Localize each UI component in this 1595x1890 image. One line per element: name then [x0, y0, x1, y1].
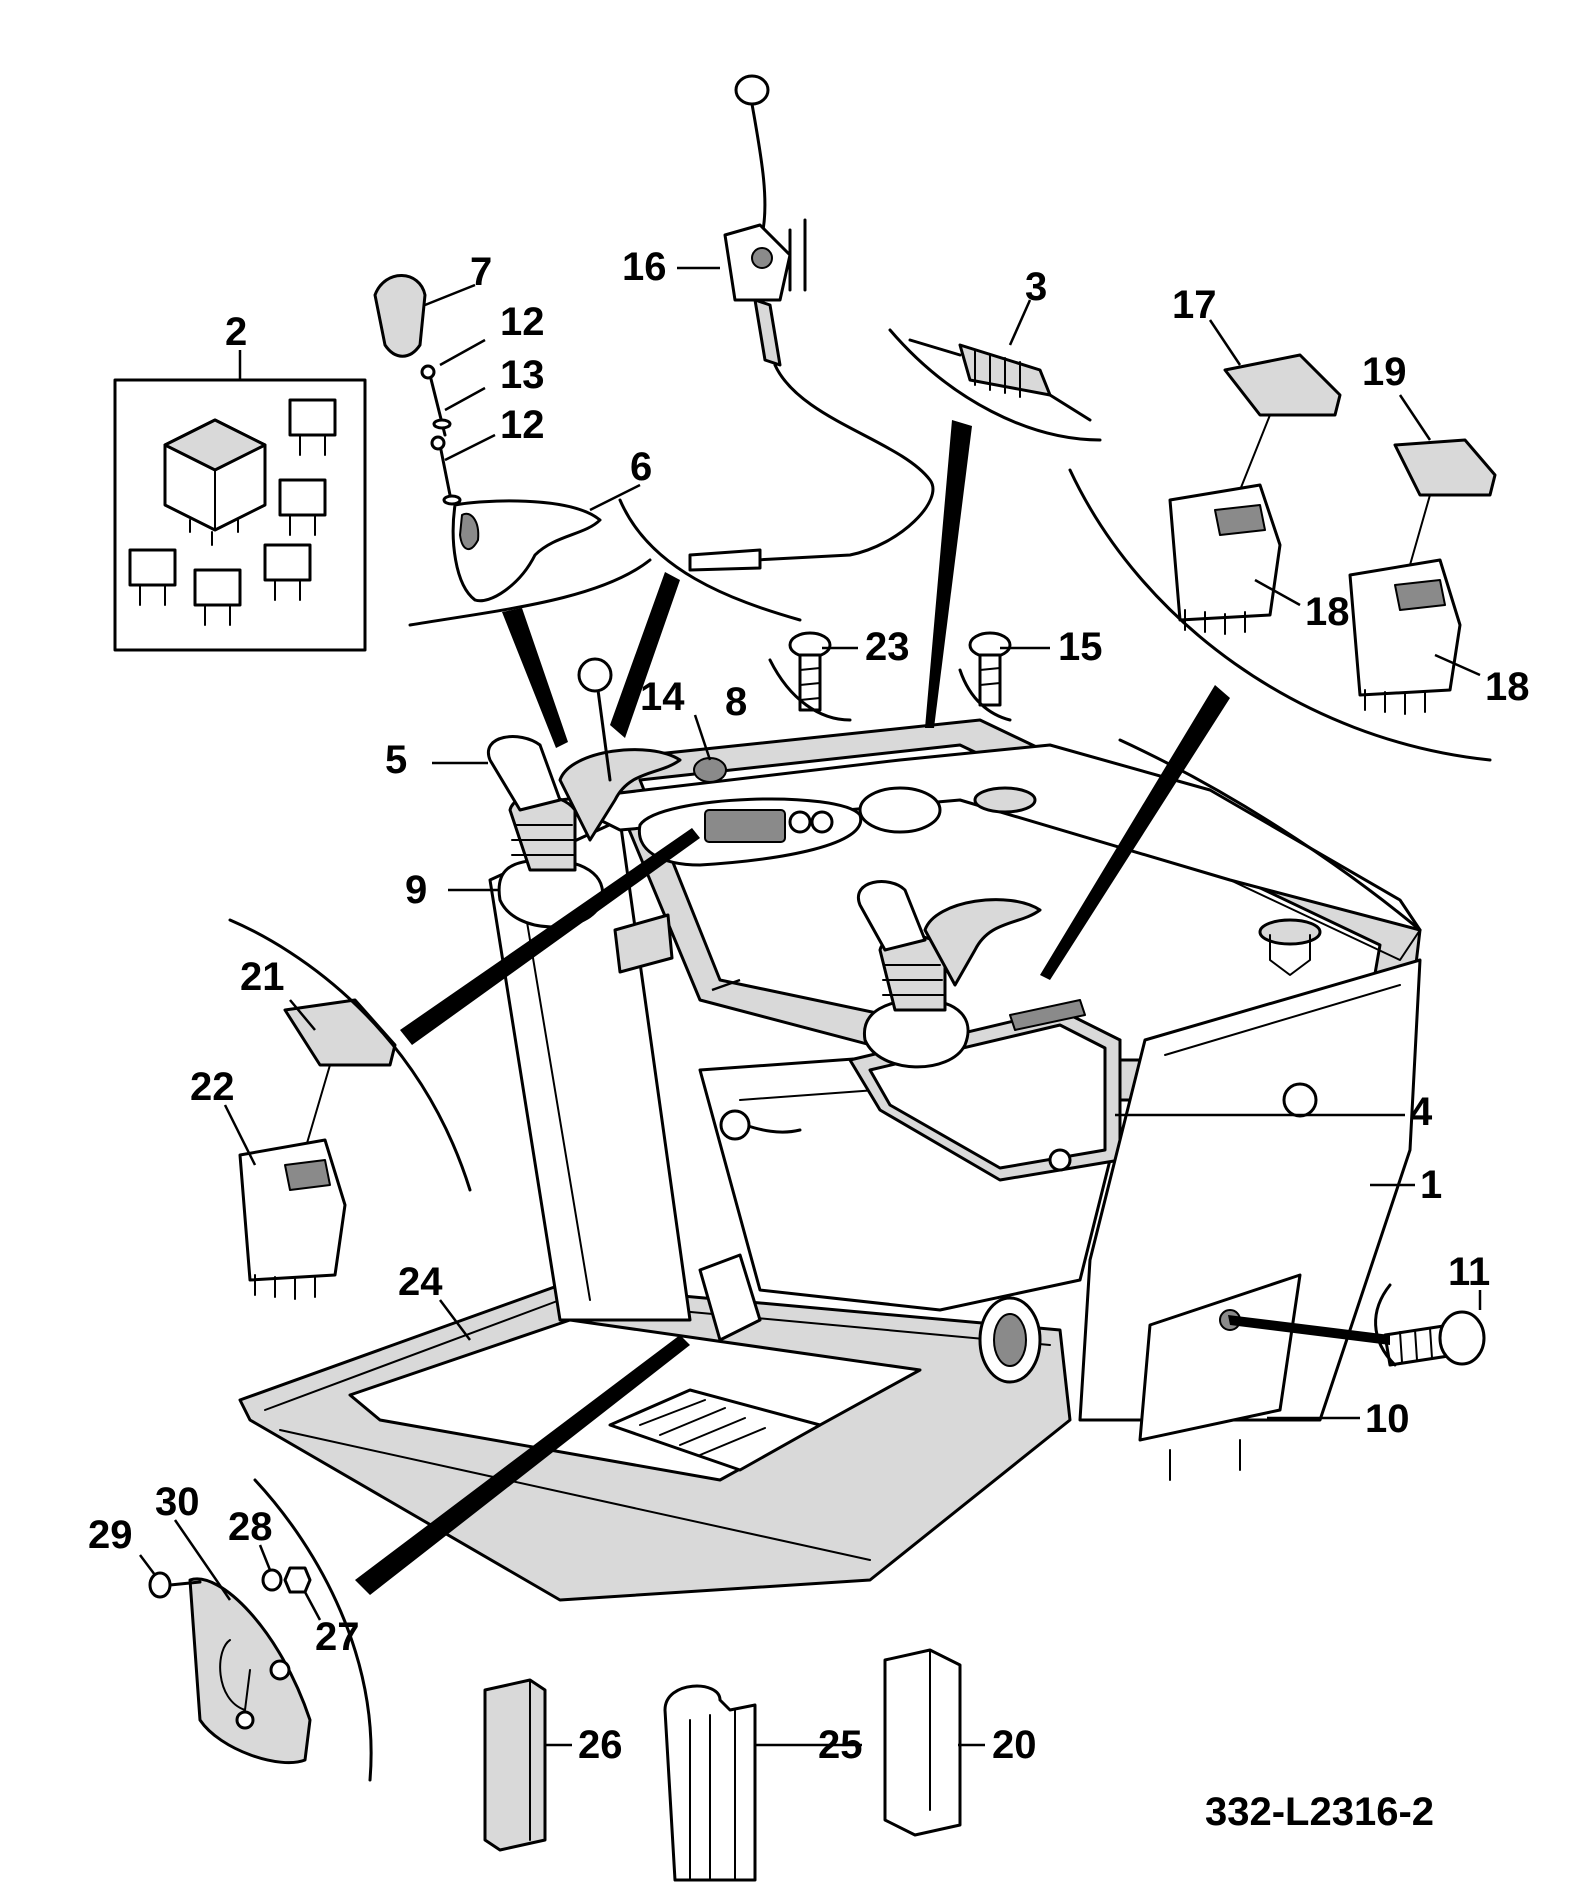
callout-12-upper: 12 [500, 300, 545, 344]
drawing-number: 332-L2316-2 [1205, 1790, 1434, 1834]
callout-23: 23 [865, 625, 910, 669]
callout-22: 22 [190, 1065, 235, 1109]
loose-parts-group [148, 1566, 962, 1882]
callout-14: 14 [640, 675, 685, 719]
callout-1: 1 [1420, 1163, 1442, 1207]
relay-fuse-kit [113, 378, 367, 652]
rocker-switch-group [238, 353, 1497, 1300]
callout-9: 9 [405, 868, 427, 912]
callout-15: 15 [1058, 625, 1103, 669]
callout-8: 8 [725, 680, 747, 724]
callout-12-lower: 12 [500, 403, 545, 447]
callout-18-upper: 18 [1305, 590, 1350, 634]
control-cable [908, 338, 1092, 422]
cab-body-assembly [238, 657, 1422, 1602]
callout-6: 6 [630, 445, 652, 489]
detail-callouts [228, 328, 1492, 1782]
callout-21: 21 [240, 955, 285, 999]
callout-26: 26 [578, 1723, 623, 1767]
callout-27: 27 [315, 1615, 360, 1659]
callout-20: 20 [992, 1723, 1037, 1767]
callout-30: 30 [155, 1480, 200, 1524]
fastener-group [788, 631, 1486, 1367]
callout-5: 5 [385, 738, 407, 782]
callout-16: 16 [622, 245, 667, 289]
callout-2: 2 [225, 310, 247, 354]
callout-28: 28 [228, 1505, 273, 1549]
callout-17: 17 [1172, 283, 1217, 327]
callout-24: 24 [398, 1260, 443, 1304]
callout-25: 25 [818, 1723, 863, 1767]
throttle-lever-assembly [688, 74, 935, 572]
callout-19: 19 [1362, 350, 1407, 394]
callout-7: 7 [470, 250, 492, 294]
lever-knob-group [373, 274, 602, 603]
callout-labels: 1 2 3 4 5 6 7 8 9 10 11 12 12 13 14 15 1… [88, 245, 1530, 1767]
callout-13: 13 [500, 353, 545, 397]
callout-4: 4 [1410, 1090, 1433, 1134]
callout-18-lower: 18 [1485, 665, 1530, 709]
leader-lines [139, 266, 1482, 1747]
callout-29: 29 [88, 1513, 133, 1557]
callout-11: 11 [1448, 1250, 1490, 1294]
callout-10: 10 [1365, 1397, 1410, 1441]
callout-3: 3 [1025, 265, 1047, 309]
